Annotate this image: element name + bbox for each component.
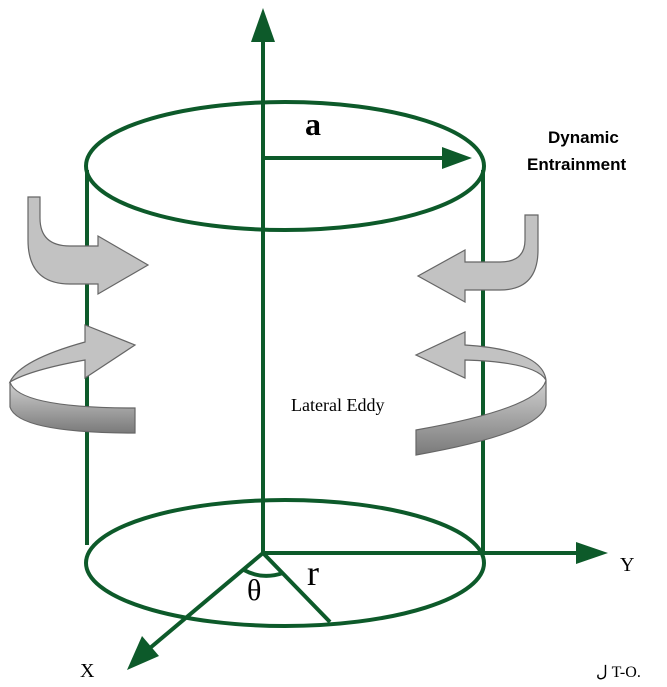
radius-a-label: a: [305, 106, 321, 142]
z-axis-arrowhead: [251, 8, 275, 42]
dynamic-entrainment-label-line1: Dynamic: [548, 128, 619, 147]
lateral-eddy-label: Lateral Eddy: [291, 395, 384, 415]
dynamic-entrainment-label-line2: Entrainment: [527, 155, 627, 174]
x-axis: [148, 551, 265, 650]
left-lateral-eddy-arrow: [8, 324, 137, 434]
caption-fragment: ل T-O.: [596, 664, 641, 681]
cylinder-top-ellipse: [84, 100, 486, 232]
y-axis-arrowhead: [576, 542, 608, 564]
bottom-radius-line: [261, 551, 332, 624]
right-entrainment-arrow: [416, 214, 539, 304]
theta-label: θ: [247, 574, 261, 607]
right-lateral-eddy-arrow: [414, 331, 547, 456]
cylinder-bottom-ellipse: [84, 498, 486, 628]
y-axis-label: Y: [620, 554, 634, 576]
top-radius-arrowhead: [442, 147, 472, 169]
left-entrainment-arrow: [27, 196, 150, 296]
theta-arc: [243, 568, 284, 578]
x-axis-label: X: [80, 660, 95, 682]
radius-r-label: r: [307, 553, 319, 593]
axes: [127, 8, 608, 670]
cylinder: [84, 100, 486, 628]
x-axis-arrowhead: [127, 636, 159, 670]
